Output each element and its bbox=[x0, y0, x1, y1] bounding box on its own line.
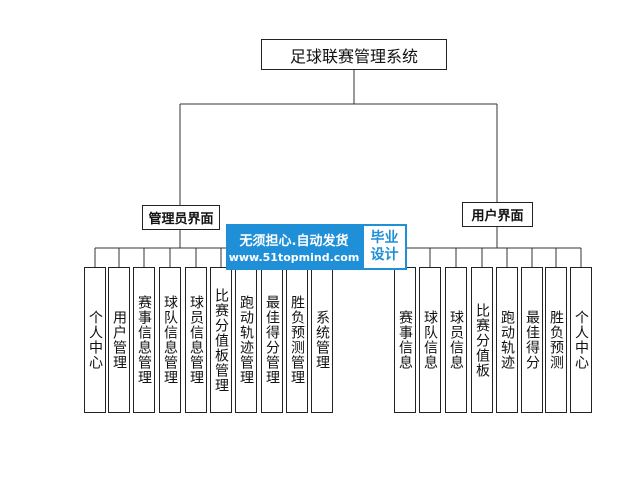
leaf-node: 球员信息 bbox=[445, 267, 467, 413]
leaf-node: 跑动轨迹 bbox=[496, 267, 518, 413]
leaf-node: 个人中心 bbox=[570, 267, 592, 413]
leaf-node: 赛事信息 bbox=[394, 267, 416, 413]
watermark-text: 无须担心.自动发货 www.51topmind.com bbox=[226, 224, 362, 270]
leaf-node: 系统管理 bbox=[311, 267, 333, 413]
leaf-node: 最佳得分 bbox=[521, 267, 543, 413]
leaf-node: 球队信息管理 bbox=[159, 267, 181, 413]
leaf-node: 跑动轨迹管理 bbox=[235, 267, 257, 413]
leaf-node: 最佳得分管理 bbox=[261, 267, 283, 413]
watermark-tag-line1: 毕业 bbox=[370, 230, 399, 246]
watermark-tag-line2: 设计 bbox=[370, 247, 399, 263]
watermark-line1: 无须担心.自动发货 bbox=[239, 234, 349, 249]
leaf-node: 比赛分值板 bbox=[471, 267, 493, 413]
branch-label: 管理员界面 bbox=[148, 212, 214, 227]
leaf-node: 球队信息 bbox=[419, 267, 441, 413]
watermark-tag: 毕业 设计 bbox=[362, 224, 407, 270]
leaf-node: 赛事信息管理 bbox=[133, 267, 155, 413]
leaf-node: 个人中心 bbox=[84, 267, 106, 413]
root-label: 足球联赛管理系统 bbox=[289, 46, 418, 66]
branch-label: 用户界面 bbox=[471, 209, 524, 224]
branch-node-admin: 管理员界面 bbox=[142, 205, 220, 230]
leaf-node: 用户管理 bbox=[108, 267, 130, 413]
leaf-node: 球员信息管理 bbox=[185, 267, 207, 413]
leaf-node: 比赛分值板管理 bbox=[210, 267, 232, 413]
branch-node-user: 用户界面 bbox=[462, 202, 533, 227]
leaf-node: 胜负预测管理 bbox=[286, 267, 308, 413]
watermark-line2: www.51topmind.com bbox=[228, 251, 360, 264]
root-node: 足球联赛管理系统 bbox=[261, 39, 447, 70]
watermark-banner: 无须担心.自动发货 www.51topmind.com 毕业 设计 bbox=[226, 224, 407, 270]
leaf-node: 胜负预测 bbox=[545, 267, 567, 413]
